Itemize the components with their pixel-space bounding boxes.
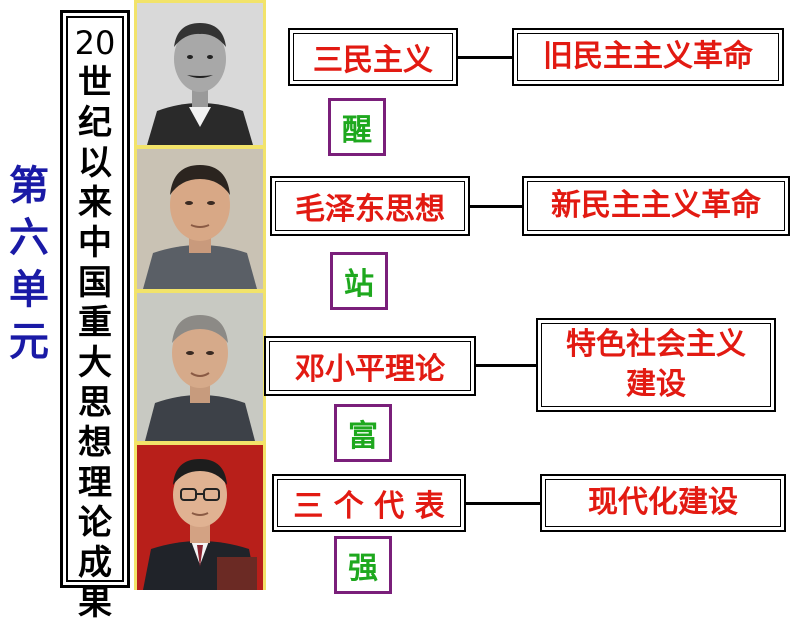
title-char: 以 <box>78 143 112 183</box>
result-text: 特色社会主义 <box>566 327 746 362</box>
title-char: 纪 <box>78 103 112 143</box>
result-text: 建设 <box>626 367 686 402</box>
unit-label: 第 六 单 元 <box>6 160 52 368</box>
result-text: 旧民主主义革命 <box>543 39 753 74</box>
connector-line-4 <box>466 502 540 505</box>
portrait-photo-3 <box>137 293 263 441</box>
title-char: 成 <box>78 543 112 583</box>
keyword-box-2: 站 <box>330 252 388 310</box>
title-char: 论 <box>78 503 112 543</box>
portrait-photo-1 <box>137 3 263 145</box>
result-box-4: 现代化建设 <box>540 474 786 532</box>
title-char: 大 <box>78 343 112 383</box>
result-box-2: 新民主主义革命 <box>522 176 790 236</box>
keyword-box-3: 富 <box>334 404 392 462</box>
unit-label-char: 单 <box>9 266 49 313</box>
result-text: 新民主主义革命 <box>551 188 761 223</box>
leader-theory-box-1: 三民主义 <box>288 28 458 86</box>
result-text: 现代化建设 <box>588 485 738 520</box>
title-char: 果 <box>78 583 112 623</box>
portrait-photo-4 <box>137 445 263 590</box>
vertical-title-box: 20 世 纪 以 来 中 国 重 大 思 想 理 论 成 果 <box>60 10 130 623</box>
connector-line-3 <box>476 364 536 367</box>
unit-label-char: 六 <box>9 214 49 261</box>
result-box-1: 旧民主主义革命 <box>512 28 784 86</box>
leader-theory-box-2: 毛泽东思想 <box>270 176 470 236</box>
title-char: 思 <box>78 383 112 423</box>
keyword-box-1: 醒 <box>328 98 386 156</box>
title-char: 想 <box>78 423 112 463</box>
leader-theory-box-4: 三 个 代 表 <box>272 474 466 532</box>
unit-label-char: 元 <box>9 318 49 365</box>
keyword-box-4: 强 <box>334 536 392 594</box>
result-box-3: 特色社会主义 建设 <box>536 318 776 412</box>
connector-line-2 <box>470 205 522 208</box>
title-char: 国 <box>78 263 112 303</box>
connector-line-1 <box>458 56 512 59</box>
portrait-strip <box>134 0 266 590</box>
title-char: 世 <box>78 63 112 103</box>
leader-theory-box-3: 邓小平理论 <box>264 336 476 396</box>
title-char: 理 <box>78 463 112 503</box>
title-number: 20 <box>74 24 116 62</box>
portrait-photo-2 <box>137 149 263 289</box>
vertical-title: 20 世 纪 以 来 中 国 重 大 思 想 理 论 成 果 <box>63 23 127 623</box>
title-char: 来 <box>78 183 112 223</box>
title-char: 重 <box>78 303 112 343</box>
unit-label-char: 第 <box>9 162 49 209</box>
title-char: 中 <box>78 223 112 263</box>
